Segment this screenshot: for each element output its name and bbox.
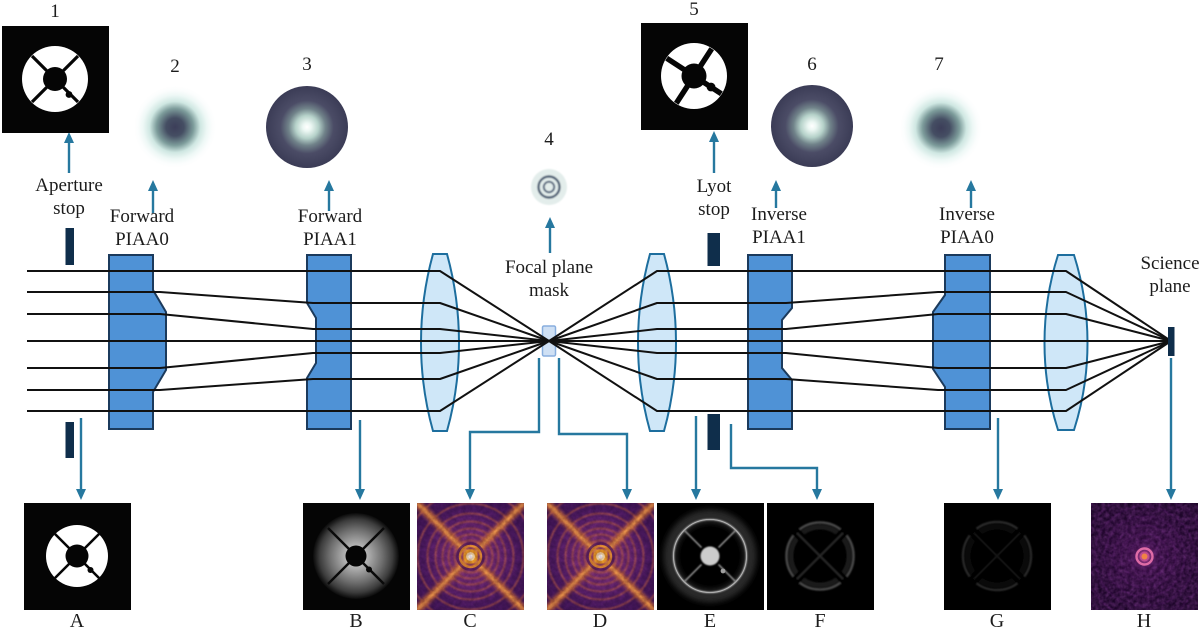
marker-H: H <box>1136 610 1152 632</box>
focal-plane-mask-image-4 <box>531 169 567 205</box>
caption-line: Inverse <box>939 204 995 225</box>
lyot-stop-top-bar <box>707 233 720 266</box>
caption-line: Science <box>1140 253 1200 274</box>
caption-line: Inverse <box>751 204 807 225</box>
caption-lyot-stop: Lyot stop <box>697 176 732 222</box>
aperture-stop-bottom-bar <box>65 422 74 458</box>
caption-line: Forward <box>109 206 175 227</box>
connector-F <box>729 424 822 500</box>
lyot-stop-bars <box>707 233 720 450</box>
apodized-beam-image-2 <box>134 86 216 168</box>
ray <box>27 313 1172 342</box>
caption-inverse-piaa0: Inverse PIAA0 <box>939 204 995 250</box>
caption-line: stop <box>53 197 85 219</box>
caption-line: PIAA1 <box>303 228 357 250</box>
simulation-image-G <box>944 503 1051 610</box>
pupil-image-5-lyot-stop <box>641 23 748 130</box>
caption-line: Focal plane <box>504 257 594 278</box>
apodized-beam-image-7 <box>900 87 982 169</box>
connector-H <box>1166 358 1176 500</box>
arrow-aperture-stop <box>64 132 74 173</box>
marker-A: A <box>69 610 85 632</box>
arrow-inverse-piaa0 <box>966 180 976 208</box>
science-plane-detector <box>1168 327 1175 356</box>
lens-2 <box>637 253 677 432</box>
simulation-image-C <box>417 503 524 610</box>
caption-forward-piaa1: Forward PIAA1 <box>298 206 362 252</box>
marker-6: 6 <box>807 54 817 75</box>
marker-C: C <box>463 610 477 632</box>
marker-4: 4 <box>544 129 554 150</box>
ray <box>27 270 1172 342</box>
lyot-stop-bottom-bar <box>707 414 720 450</box>
arrow-forward-piaa0 <box>148 180 158 213</box>
marker-G: G <box>989 610 1005 632</box>
aperture-stop-top-bar <box>65 228 74 265</box>
caption-forward-piaa0: Forward PIAA0 <box>110 206 174 252</box>
simulation-image-B <box>303 503 410 610</box>
marker-E: E <box>703 610 717 632</box>
lenses <box>420 253 1089 432</box>
pupil-image-1-aperture-stop <box>2 26 109 133</box>
pointer-arrows <box>64 131 976 253</box>
simulation-image-H <box>1091 503 1198 610</box>
arrow-inverse-piaa1 <box>771 180 781 208</box>
simulation-image-F <box>767 503 874 610</box>
caption-line: stop <box>698 198 730 220</box>
light-rays <box>27 270 1172 412</box>
ray <box>27 340 1172 369</box>
marker-B: B <box>349 610 363 632</box>
marker-2: 2 <box>170 56 180 77</box>
caption-line: mask <box>528 279 570 301</box>
ray <box>27 340 1172 391</box>
caption-inverse-piaa1: Inverse PIAA1 <box>751 204 807 250</box>
ray <box>27 340 1172 412</box>
connector-A <box>76 418 86 500</box>
caption-aperture-stop: Aperture stop <box>35 175 103 221</box>
marker-1: 1 <box>50 1 60 22</box>
caption-science-plane: Science plane <box>1140 253 1199 299</box>
caption-focal-plane-mask: Focal plane mask <box>505 257 593 303</box>
caption-line: Aperture <box>35 175 103 196</box>
simulation-image-E <box>657 503 764 610</box>
marker-5: 5 <box>689 0 699 20</box>
marker-7: 7 <box>934 54 944 75</box>
caption-line: PIAA0 <box>115 228 169 250</box>
simulation-image-A <box>24 503 131 610</box>
marker-3: 3 <box>302 54 312 75</box>
aperture-stop-bars <box>65 228 74 458</box>
connector-B <box>355 420 365 500</box>
connector-E <box>691 416 701 500</box>
caption-line: plane <box>1149 275 1191 297</box>
connector-G <box>993 418 1003 500</box>
connector-arrows <box>76 358 1176 500</box>
caption-line: PIAA0 <box>940 226 994 248</box>
apodized-beam-image-3 <box>266 86 348 168</box>
simulation-image-D <box>547 503 654 610</box>
caption-line: Forward <box>297 206 363 227</box>
ray <box>27 291 1172 342</box>
arrow-lyot-stop <box>709 131 719 173</box>
caption-line: PIAA1 <box>752 226 806 248</box>
marker-D: D <box>592 610 608 632</box>
connector-D <box>557 358 632 500</box>
marker-F: F <box>814 610 826 632</box>
connector-C <box>465 358 541 500</box>
arrow-forward-piaa1 <box>324 180 334 211</box>
lens-1 <box>420 253 460 432</box>
apodized-beam-image-6 <box>771 85 853 167</box>
arrow-focal-plane-mask <box>545 217 555 253</box>
caption-line: Lyot <box>696 176 732 197</box>
